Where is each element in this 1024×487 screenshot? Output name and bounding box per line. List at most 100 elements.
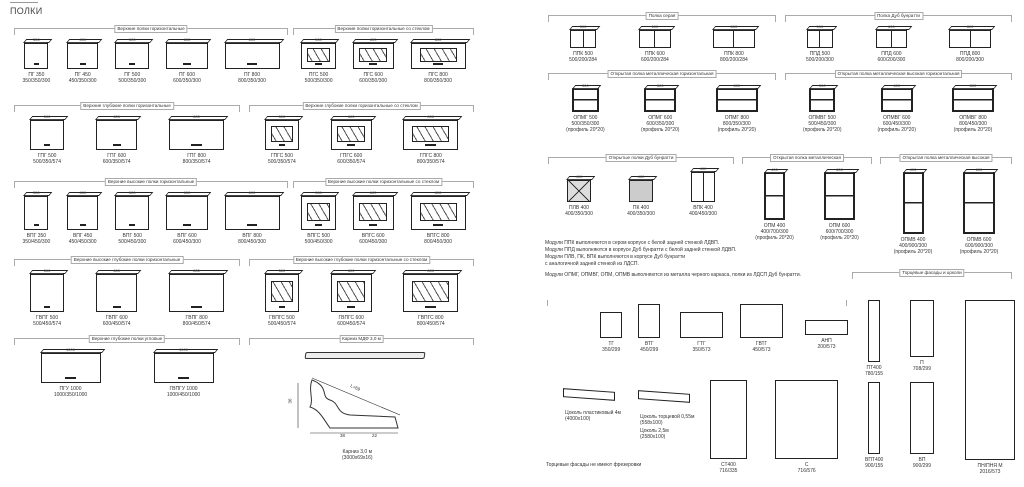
group-label: Верхние высокие глубокие полки горизонта… (70, 256, 184, 264)
product-size: 400/350/300 (565, 211, 593, 217)
facade-name: ВП (918, 457, 926, 463)
width-dimension: 600 (353, 190, 393, 196)
product-drawing: 600 (638, 24, 675, 48)
handle-icon (79, 224, 86, 226)
group-5: Верхние высокие полки горизонтальные со … (293, 178, 474, 245)
product-name: ГПГ 500 (37, 153, 57, 159)
product-name: ВПГ 600 (177, 233, 197, 239)
product-name: ГВПГ 500 (36, 315, 59, 321)
plinth-end: Цоколь торцевой 0,55м(558x100) (640, 414, 694, 426)
group-label: Открытая полка металлическая (770, 154, 844, 162)
product-drawing: 500 (28, 114, 69, 150)
product-name: ПГ 350 (28, 72, 45, 78)
product-name: ОПМВГ 800 (959, 115, 987, 121)
width-dimension: 500 (265, 114, 299, 120)
product-size: 800/350/300 (238, 78, 266, 84)
facade-name: ГТГ (697, 341, 706, 348)
product-size: 800/350/300 (424, 78, 452, 84)
plinth-name: Цоколь торцевой 0,55м (640, 414, 695, 420)
group-13: Открытая полка металлическая высокая гор… (785, 70, 1012, 133)
product-size: 800/450/300 (238, 239, 266, 245)
product-size: 500/450/574 (33, 321, 61, 327)
handle-icon (278, 306, 286, 308)
width-dimension: 350 (25, 190, 48, 196)
product-profile: (профиль 20*20) (566, 127, 605, 133)
handle-icon (79, 63, 86, 65)
width-dimension: 500 (30, 114, 64, 120)
plinth-size: (558x100) (640, 420, 663, 426)
handle-icon (432, 63, 444, 65)
width-dimension: 450 (68, 190, 98, 196)
product-size: 600/450/300 (882, 121, 911, 127)
width-dimension: 500 (574, 83, 597, 89)
product-drawing: 500 (114, 37, 154, 69)
width-dimension: 500 (811, 83, 834, 89)
product-size: 600/350/300 (646, 121, 675, 127)
product-name: ГВПГ 800 (185, 315, 208, 321)
product-drawing: 450 (66, 37, 103, 69)
product-name: ВПГС 800 (426, 233, 450, 239)
product-size: 500/450/300 (304, 239, 333, 245)
facade-size: 900/155 (865, 463, 884, 469)
cornice-name: Карниз 3,0 м (342, 449, 373, 455)
product-drawing: 600 (351, 190, 399, 230)
product-profile: (профиль 20*20) (755, 235, 794, 241)
handle-icon (183, 63, 191, 65)
product-size: 350/350/300 (22, 78, 51, 84)
width-dimension: 800 (225, 37, 279, 43)
handle-icon (112, 144, 121, 146)
product-name: ОПМГ 600 (648, 115, 673, 121)
width-dimension: 600 (353, 37, 393, 43)
product-drawing: 450 (66, 190, 103, 230)
width-dimension: 500 (265, 268, 299, 274)
width-dimension: 600 (331, 114, 371, 120)
group-label: Полка Дуб бунратти (874, 12, 923, 20)
product-name: ПГ 800 (243, 72, 261, 78)
facade-name: ПТ400 (866, 365, 882, 372)
cornice-dim-22: 22 (372, 433, 378, 438)
width-dimension: 400 (568, 174, 590, 180)
width-dimension: 1000 (154, 347, 213, 353)
product-name: ОПМГ 800 (724, 115, 749, 121)
facade-size: 200/573 (817, 344, 836, 350)
product-size: 500/200/284 (569, 57, 597, 63)
width-dimension: 800 (225, 190, 279, 196)
product-drawing: 350 (23, 37, 53, 69)
product-size: 450/350/300 (68, 78, 97, 84)
facade-name: ВТГ (644, 340, 654, 347)
group-label: Карниз МДФ 3,0 м (339, 335, 384, 343)
width-dimension: 600 (167, 190, 207, 196)
facade-size: 350/573 (692, 347, 711, 354)
product-size: 1000/450/1000 (166, 392, 201, 398)
product-name: ПГС 500 (308, 72, 329, 78)
glass-door (359, 48, 387, 62)
product-name: ПГ 500 (124, 72, 141, 78)
product-name: ОПМГ 500 (573, 115, 598, 121)
group-label: Торцевые фасады и цоколи (899, 269, 965, 277)
product-size: 600/350/574 (102, 159, 131, 165)
handle-icon (246, 63, 258, 65)
product-drawing: 800 (952, 83, 998, 112)
glass-door (307, 202, 330, 221)
